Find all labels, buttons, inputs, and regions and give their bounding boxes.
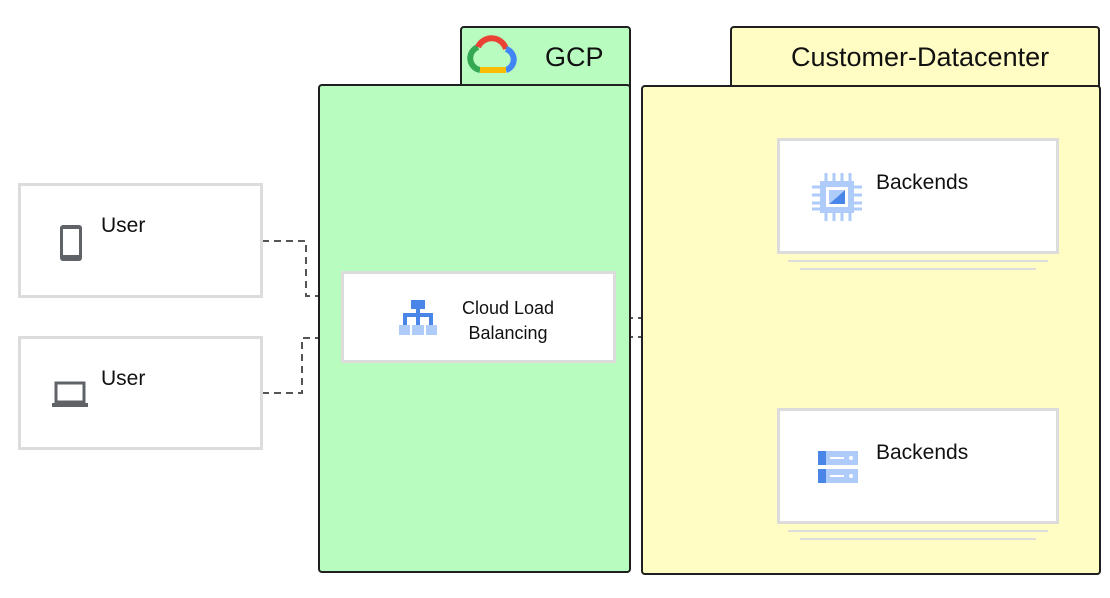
- server-rack-icon: [818, 451, 858, 483]
- customer-datacenter-label: Customer-Datacenter: [791, 42, 1050, 72]
- user-label: User: [101, 367, 146, 390]
- card-stack-line: [788, 260, 1048, 262]
- cloud-load-balancing-card[interactable]: Cloud Load Balancing: [341, 271, 616, 363]
- backends-label: Backends: [876, 171, 969, 194]
- laptop-icon: [52, 381, 88, 407]
- card-stack-line: [800, 268, 1036, 270]
- cloud-load-balancing-label: Cloud Load Balancing: [440, 296, 576, 346]
- card-stack-line: [788, 530, 1048, 532]
- backends-label: Backends: [876, 441, 969, 464]
- backends-card-server[interactable]: Backends: [777, 408, 1059, 524]
- label-line-1: Cloud Load: [461, 298, 555, 318]
- cloud-load-balancing-icon: [399, 300, 437, 335]
- gcp-region-label: GCP: [545, 42, 604, 72]
- mobile-phone-icon: [60, 225, 82, 261]
- connector-user2-to-lb: [262, 337, 326, 394]
- user-label: User: [101, 214, 146, 237]
- google-cloud-logo-icon: [467, 35, 517, 73]
- label-line-2: Balancing: [468, 323, 548, 343]
- user-card-mobile[interactable]: User: [18, 183, 263, 298]
- user-card-laptop[interactable]: User: [18, 336, 263, 450]
- backends-card-compute[interactable]: Backends: [777, 138, 1059, 254]
- card-stack-line: [800, 538, 1036, 540]
- connector-user1-to-lb: [262, 240, 326, 297]
- compute-chip-icon: [812, 173, 862, 221]
